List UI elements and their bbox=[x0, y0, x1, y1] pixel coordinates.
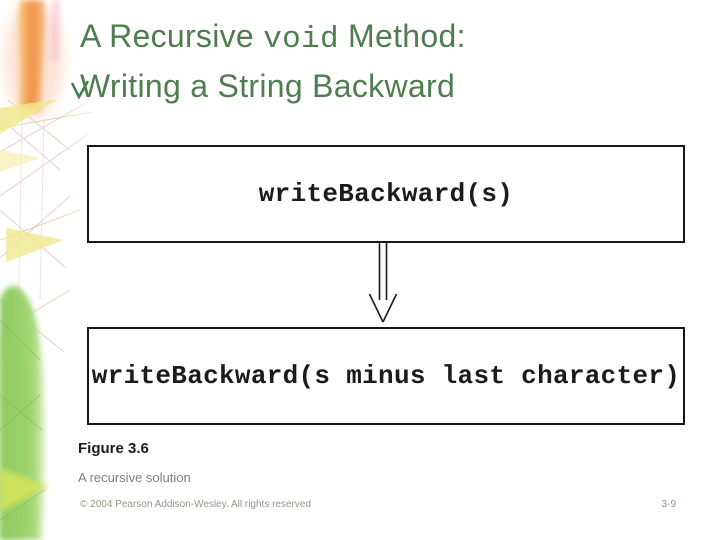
copyright-notice: © 2004 Pearson Addison-Wesley. All right… bbox=[80, 499, 312, 510]
title-line1: A Recursive void Method: bbox=[80, 18, 466, 57]
green-check-mark bbox=[70, 80, 90, 100]
figure-description: A recursive solution bbox=[78, 470, 191, 485]
title-code-keyword: void bbox=[263, 22, 339, 57]
figure-label: Figure 3.6 bbox=[78, 440, 149, 457]
diagram-box-top-label: writeBackward(s) bbox=[258, 179, 514, 209]
page-number: 3-9 bbox=[661, 499, 676, 510]
diagram-box-bottom-label: writeBackward(s minus last character) bbox=[91, 361, 681, 391]
diagram-box-bottom: writeBackward(s minus last character) bbox=[87, 327, 685, 425]
title-text-pre: A Recursive bbox=[80, 18, 264, 54]
diagram-box-top: writeBackward(s) bbox=[87, 145, 685, 243]
title-line2: Writing a String Backward bbox=[80, 68, 456, 104]
slide-title: A Recursive void Method: Writing a Strin… bbox=[80, 13, 466, 109]
decorative-left-art bbox=[0, 0, 110, 540]
title-text-post: Method: bbox=[338, 18, 466, 54]
double-line-down-arrow-icon bbox=[368, 243, 398, 323]
